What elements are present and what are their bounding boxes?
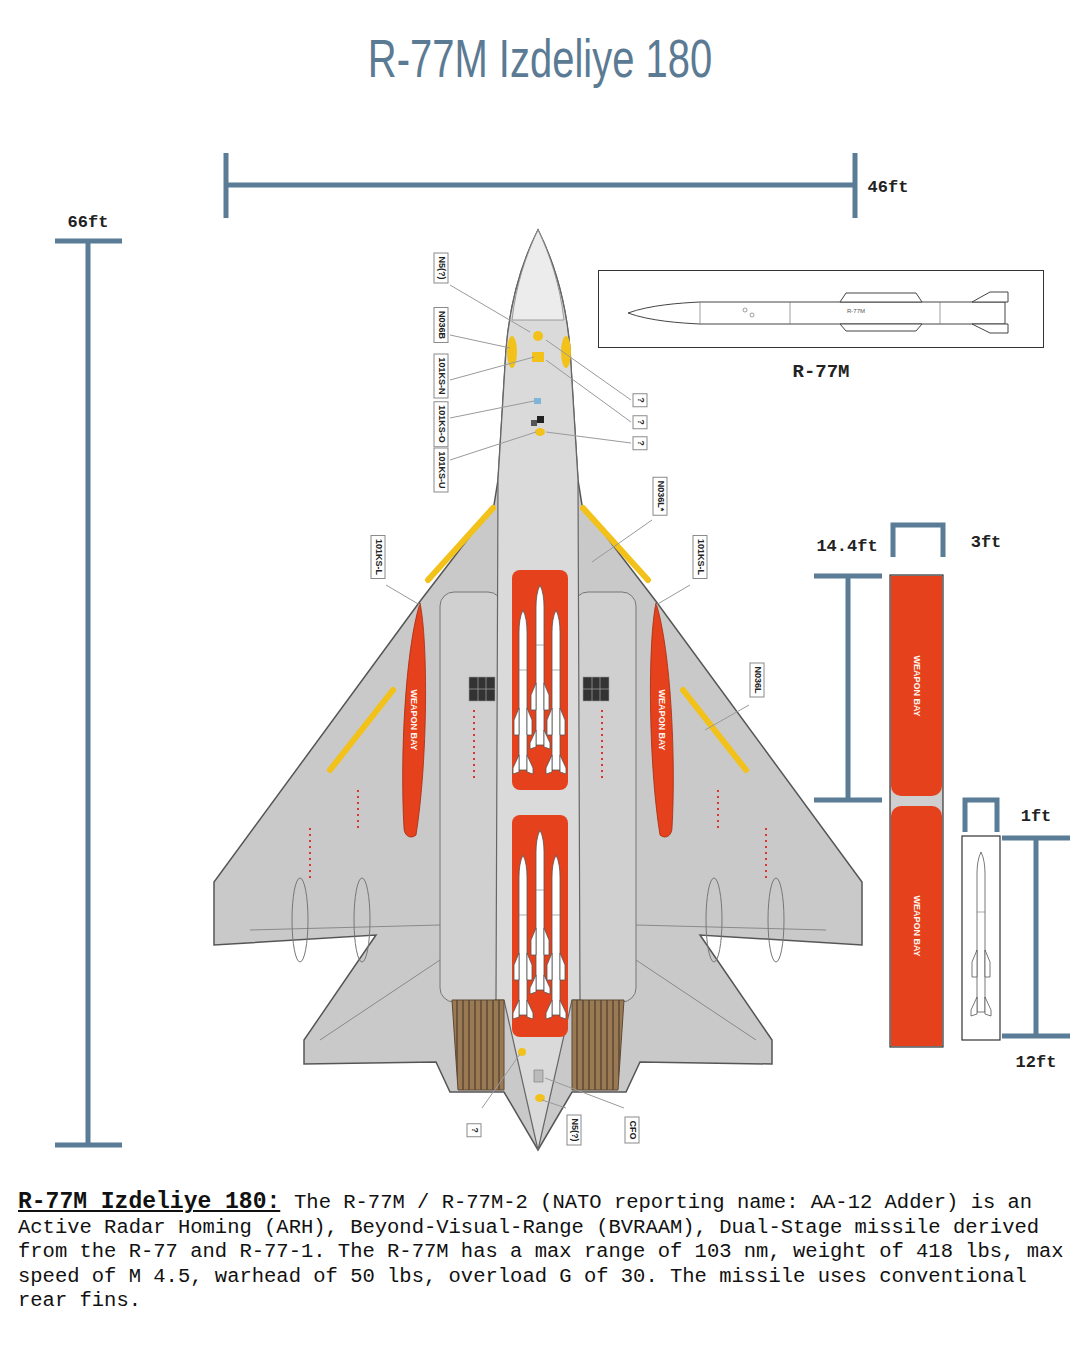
callout-label: ? (633, 393, 648, 407)
callout-label: N036L (750, 662, 765, 697)
callout-label: N5(?) (567, 1115, 582, 1146)
dimension-label: 46ft (868, 178, 909, 197)
callout-label: 101KS-L (693, 535, 708, 579)
dimension-label: 12ft (1016, 1053, 1057, 1072)
dimension-label: 14.4ft (816, 537, 877, 556)
callout-label: CFO (625, 1117, 640, 1144)
callout-label: ? (633, 415, 648, 429)
callout-label: 101KS-N (434, 353, 449, 398)
caption-block: R-77M Izdeliye 180:The R-77M / R-77M-2 (… (18, 1190, 1068, 1314)
weapon-bay: WEAPON BAY (650, 605, 674, 835)
bay-label: WEAPON BAY (409, 689, 419, 750)
bay-label: WEAPON BAY (912, 655, 922, 716)
dimension-label: 3ft (971, 533, 1002, 552)
callout-label: N5(?) (434, 253, 449, 284)
callout-label: 101KS-O (434, 401, 449, 447)
callout-label: ? (633, 436, 648, 450)
weapon-bay: WEAPON BAY (402, 605, 426, 835)
missile-marking: R-77M (847, 308, 865, 314)
caption-heading: R-77M Izdeliye 180: (18, 1189, 280, 1215)
inset-heading: R-77M (792, 361, 849, 383)
bay-label: WEAPON BAY (657, 689, 667, 750)
callout-label: N036L* (653, 477, 668, 516)
bay-label: WEAPON BAY (912, 895, 922, 956)
weapon-bay-bar: WEAPON BAY (891, 806, 942, 1046)
callout-label: 101KS-L (371, 535, 386, 579)
dimension-label: 66ft (68, 213, 109, 232)
callout-label: N036B (434, 307, 449, 343)
callout-label: 101KS-U (434, 447, 449, 492)
dimension-label: 1ft (1021, 807, 1052, 826)
weapon-bay-bar: WEAPON BAY (891, 576, 942, 796)
title: R-77M Izdeliye 180 (368, 27, 712, 89)
missile-inset-box: R-77M (598, 270, 1044, 348)
callout-label: ? (467, 1123, 482, 1137)
